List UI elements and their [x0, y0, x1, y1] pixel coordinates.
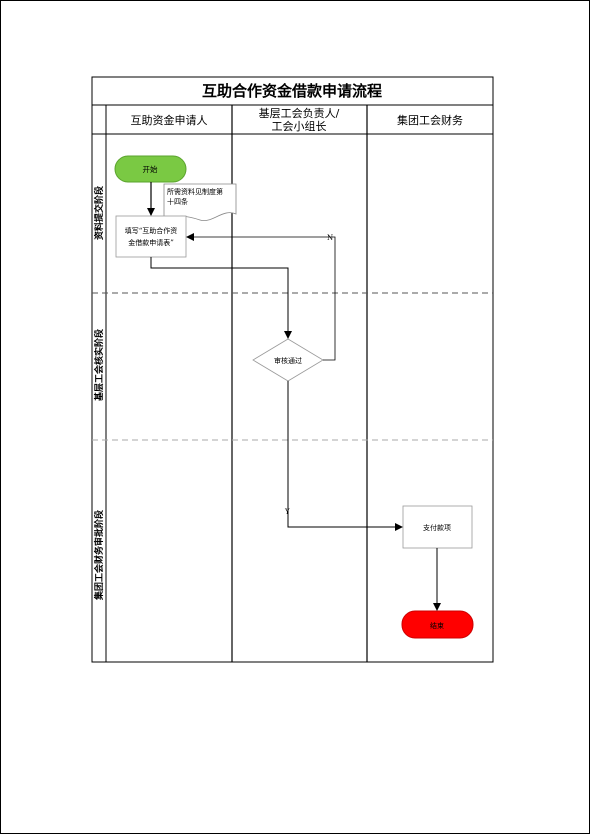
diagram-title: 互助合作资金借款申请流程 [202, 82, 382, 100]
note-line-1: 所需资料见制度第 [167, 187, 223, 196]
edge-label-no: N [327, 234, 333, 242]
start-node-label: 开始 [143, 164, 158, 174]
lane-header-group-finance: 集团工会财务 [397, 113, 463, 127]
note-line-2: 十四条 [167, 197, 188, 206]
lane-header-union-leader-line2: 工会小组长 [272, 119, 327, 133]
fill-form-line-1: 填写“互助合作资 [125, 226, 178, 235]
stage-label-approval: 集团工会财务审批阶段 [93, 509, 105, 601]
edge-label-yes: Y [284, 508, 290, 516]
lane-header-applicant: 互助资金申请人 [131, 113, 208, 127]
arrow-review-no-to-fill [186, 233, 336, 361]
diagram-frame [91, 76, 494, 663]
fill-form-line-2: 金借款申请表” [128, 238, 174, 247]
stage-label-verification: 基层工会核实阶段 [93, 328, 105, 402]
arrow-fill-to-review [150, 257, 292, 339]
payment-node-label: 支付款项 [423, 523, 451, 532]
fill-form-node [115, 215, 187, 258]
end-node [401, 610, 474, 639]
lane-header-union-leader-line1: 基层工会负责人/ [259, 106, 340, 120]
stage-label-submission: 资料提交阶段 [93, 185, 105, 240]
arrow-review-yes-to-payment [287, 381, 403, 531]
review-decision-label: 审核通过 [274, 356, 302, 365]
end-node-label: 结束 [430, 621, 444, 630]
